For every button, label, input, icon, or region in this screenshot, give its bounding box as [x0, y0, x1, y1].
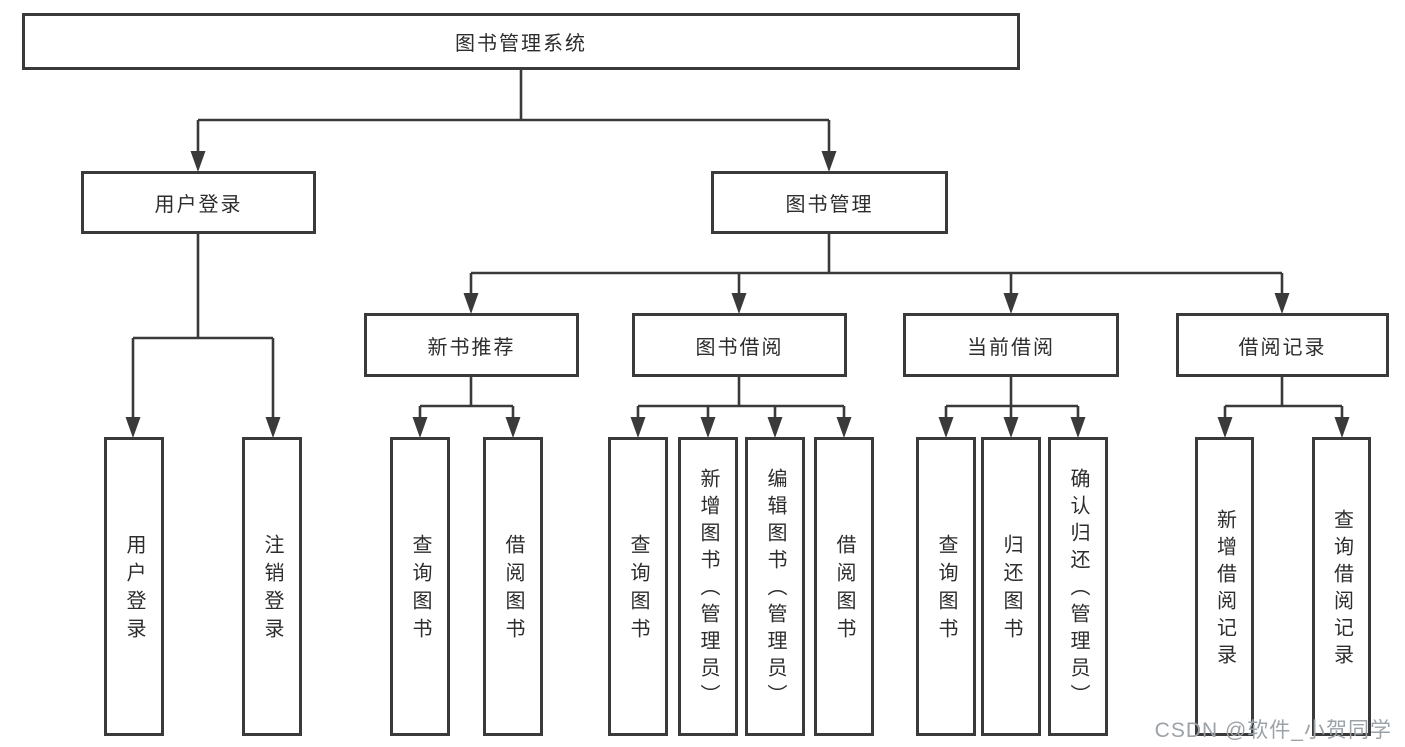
- leaf-borrow-query-books: 查询图书: [608, 437, 668, 736]
- node-current-borrow: 当前借阅: [903, 313, 1119, 377]
- leaf-borrow-borrow-books: 借阅图书: [814, 437, 874, 736]
- node-book-management: 图书管理: [711, 171, 948, 234]
- leaf-current-confirm-return-admin: 确认归还（管理员）: [1048, 437, 1108, 736]
- leaf-recommend-query-books: 查询图书: [390, 437, 450, 736]
- leaf-user-login: 用户登录: [104, 437, 164, 736]
- node-new-book-recommend: 新书推荐: [364, 313, 579, 377]
- leaf-borrow-edit-books-admin: 编辑图书（管理员）: [745, 437, 805, 736]
- leaf-records-add-record: 新增借阅记录: [1195, 437, 1254, 736]
- leaf-logout-login: 注销登录: [242, 437, 302, 736]
- leaf-records-query-record: 查询借阅记录: [1312, 437, 1371, 736]
- node-library-management-system: 图书管理系统: [22, 13, 1020, 70]
- csdn-watermark: CSDN @软件_小贺同学: [1154, 719, 1392, 742]
- leaf-recommend-borrow-books: 借阅图书: [483, 437, 543, 736]
- node-user-login: 用户登录: [81, 171, 316, 234]
- node-book-borrow: 图书借阅: [632, 313, 847, 377]
- leaf-borrow-add-books-admin: 新增图书（管理员）: [678, 437, 738, 736]
- node-borrow-records: 借阅记录: [1176, 313, 1389, 377]
- leaf-current-return-books: 归还图书: [981, 437, 1041, 736]
- arrowheads: [125, 151, 1350, 438]
- leaf-current-query-books: 查询图书: [916, 437, 976, 736]
